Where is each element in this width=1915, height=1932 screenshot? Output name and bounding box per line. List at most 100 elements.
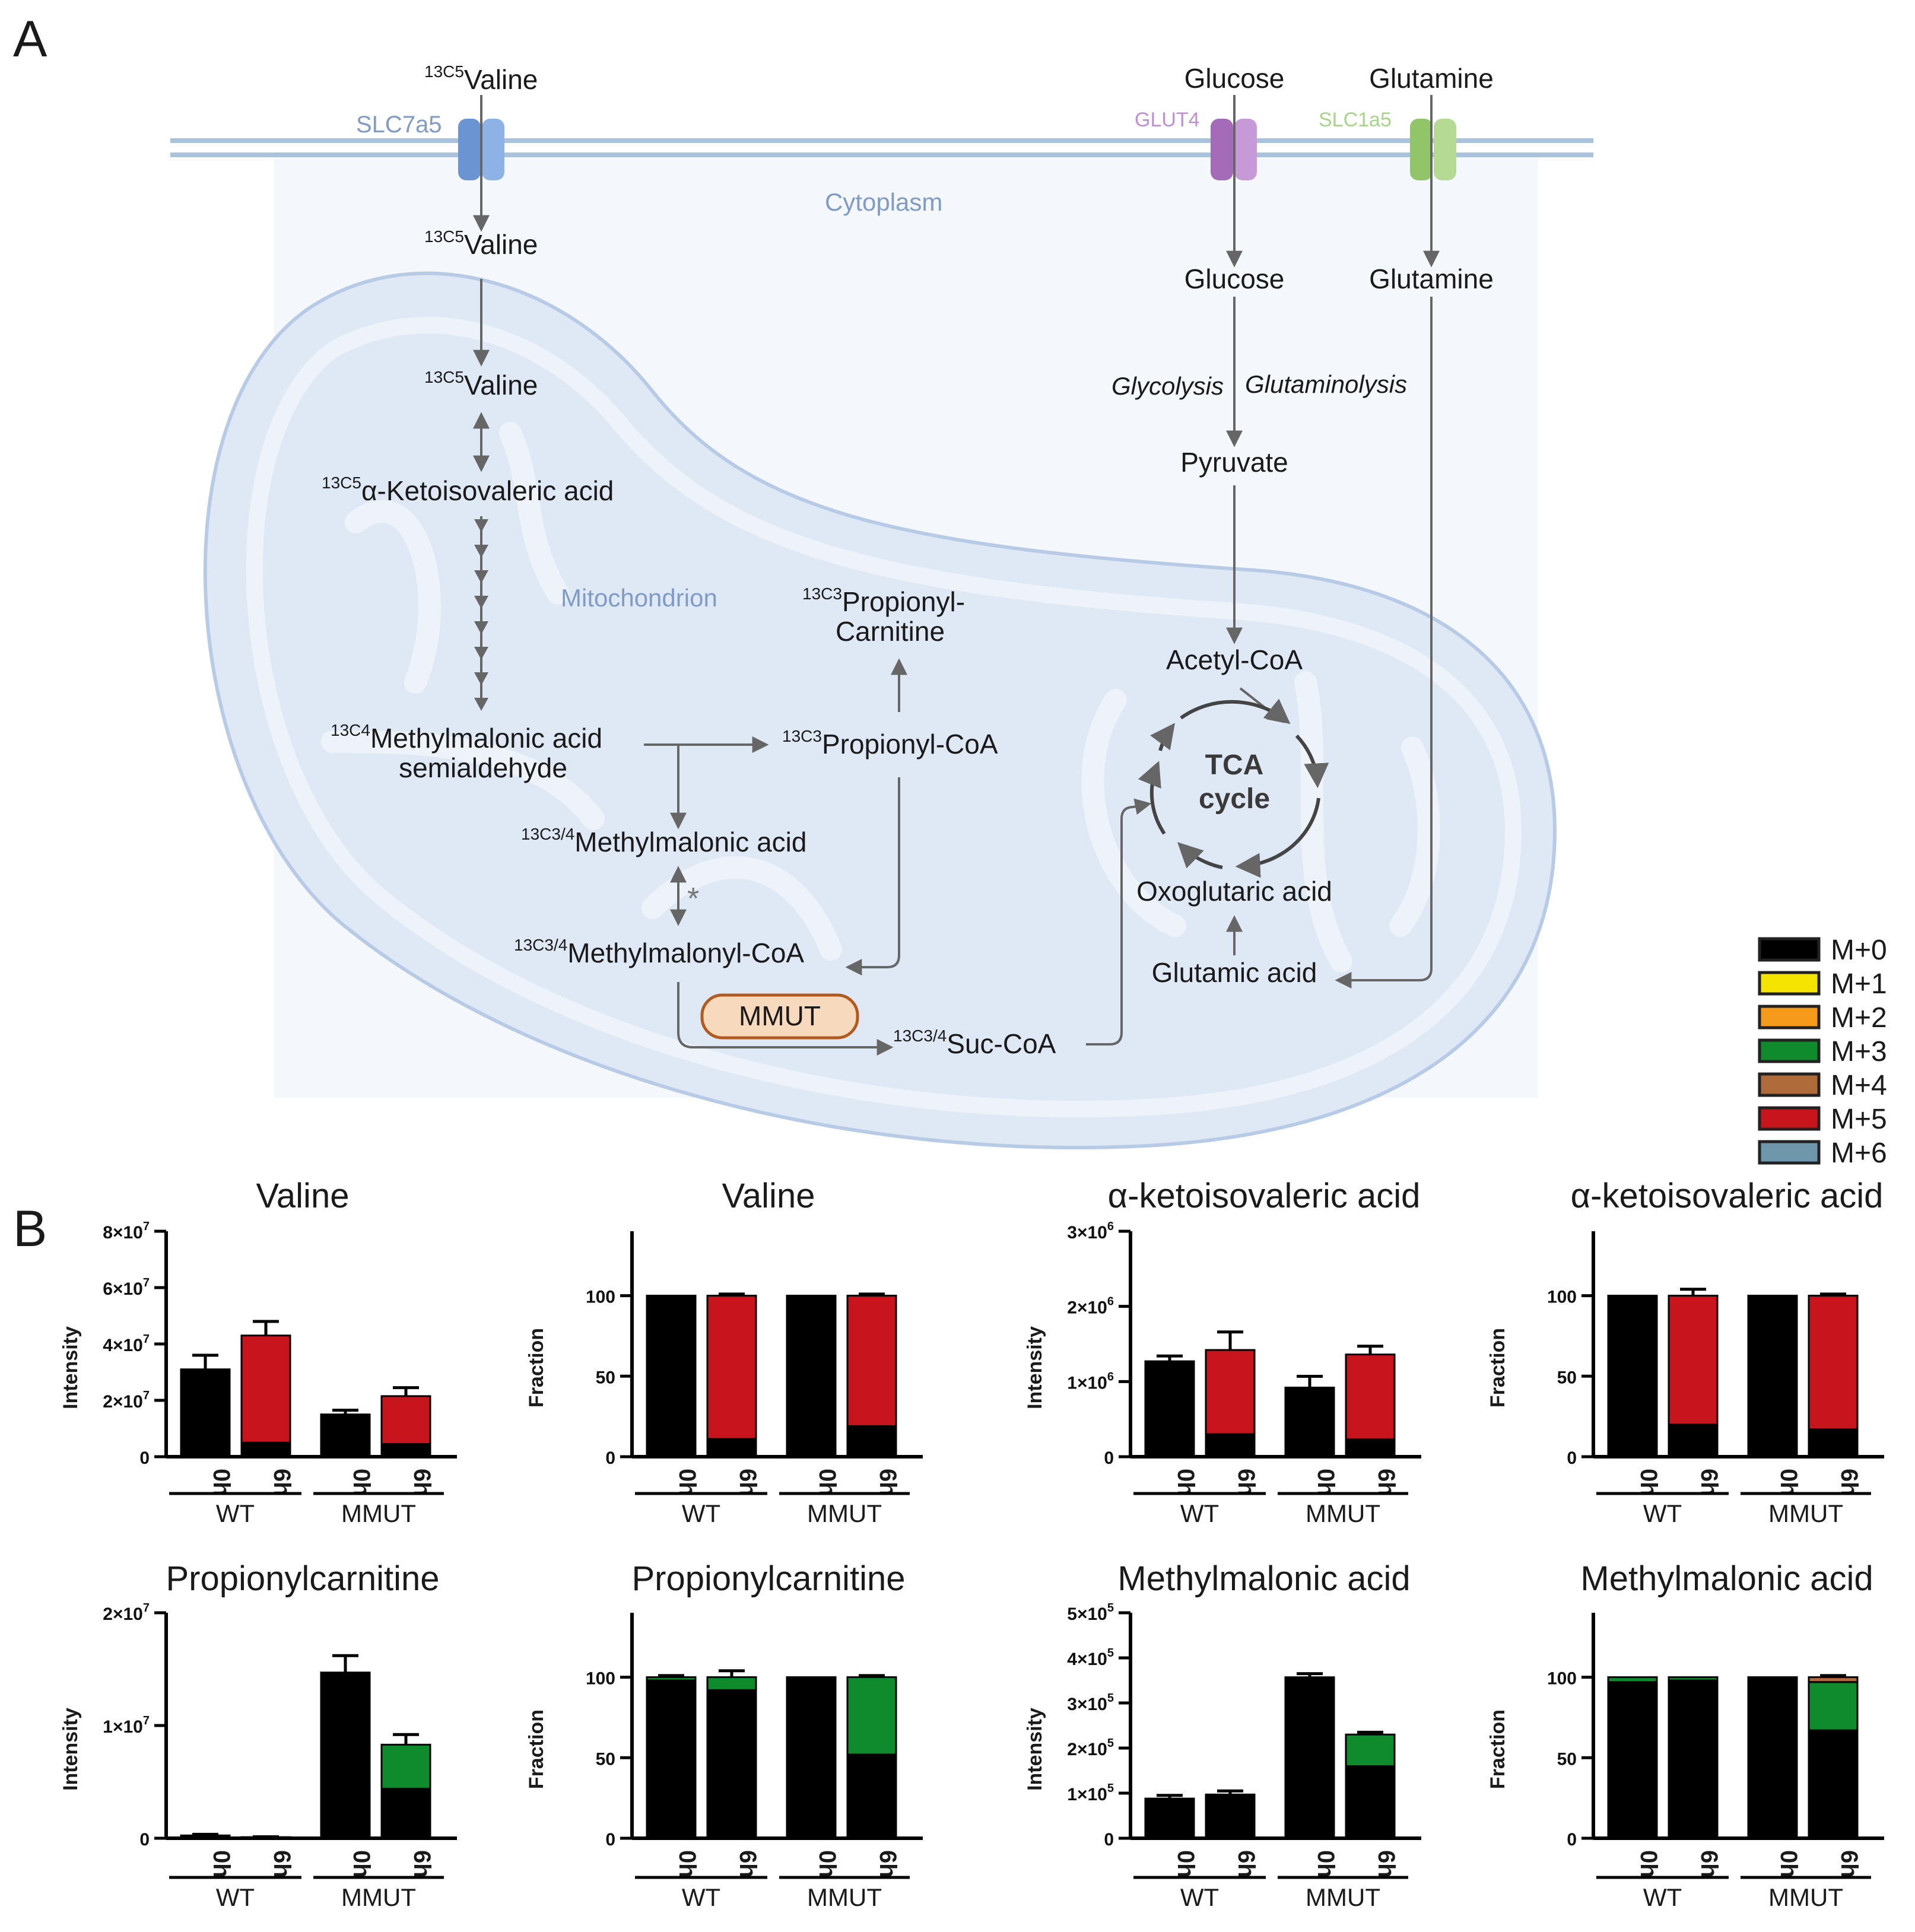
bar-Mplus0 [180,1368,231,1458]
bar-Mplus0 [1747,1677,1798,1839]
bar-Mplus5 [240,1334,291,1444]
bar-Mplus0 [1144,1797,1195,1839]
x-tick-label: 0h [208,1469,234,1496]
node-methylmalonic-semialdehyde: 13C4Methylmalonic acid [331,721,602,754]
panel-a-label: A [13,11,47,68]
group-label: WT [1643,1883,1682,1911]
chart-3: α-ketoisovaleric acidIntensity01×1062×10… [1024,1177,1421,1527]
tca-label-line1: TCA [1205,749,1264,781]
chart-title: Methylmalonic acid [1117,1559,1410,1598]
y-tick-label: 1×106 [1067,1370,1114,1393]
group-label: WT [216,1499,255,1527]
bar-Mplus0 [846,1425,897,1458]
glut4-label: GLUT4 [1135,109,1200,131]
bar-Mplus0 [786,1676,837,1839]
legend-swatch-Mplus2 [1758,1005,1821,1029]
slc7a5-label: SLC7a5 [356,112,442,138]
y-tick-label: 2×106 [1067,1295,1114,1318]
group-label: WT [1180,1499,1219,1527]
bar-Mplus3 [646,1676,697,1682]
panel-b-label: B [13,1200,47,1257]
transporter-slc7a5 [458,119,504,180]
y-tick-label: 1×105 [1067,1782,1114,1804]
bar-Mplus0 [1144,1360,1195,1458]
x-tick-label: 0h [348,1850,374,1878]
legend-swatch-Mplus1 [1758,971,1821,996]
x-tick-label: 6h [269,1469,295,1496]
node-glucose-extracellular: Glucose [1184,63,1285,94]
group-label: MMUT [341,1499,416,1527]
y-tick-label: 1×107 [103,1714,150,1737]
bar-Mplus0 [1808,1428,1859,1458]
y-tick-label: 4×107 [103,1333,150,1355]
bar-Mplus0 [1668,1679,1719,1839]
membrane-outer [170,138,1593,143]
x-tick-label: 0h [1776,1469,1802,1496]
chart-title: Propionylcarnitine [166,1559,439,1598]
node-glutamic-acid: Glutamic acid [1152,957,1317,988]
chart-title: Valine [722,1177,815,1215]
transporter-slc1a5 [1410,119,1456,180]
node-propionylcarnitine: 13C3Propionyl- [802,584,965,617]
node-glutamine-cytoplasm: Glutamine [1369,263,1494,294]
chart-title: α-ketoisovaleric acid [1571,1177,1884,1215]
group-label: MMUT [341,1883,416,1911]
node-valine-mitochondrion: 13C5Valine [424,368,538,401]
mmut-label: MMUT [739,1000,821,1031]
bar-Mplus0 [706,1438,757,1458]
y-tick-label: 2×107 [103,1389,150,1412]
y-tick-label: 0 [605,1830,615,1850]
tca-cycle-ring [1138,698,1329,878]
node-valine-extracellular: 13C5Valine [424,62,538,95]
group-label: MMUT [1306,1499,1380,1527]
x-tick-label: 6h [1696,1469,1722,1496]
bar-Mplus0 [1668,1423,1719,1458]
node-ketoisovaleric-acid: 13C5α-Ketoisovaleric acid [322,474,614,506]
bar-Mplus5 [380,1395,431,1445]
legend-label-Mplus3: M+3 [1831,1036,1887,1067]
x-tick-label: 0h [208,1850,234,1878]
x-tick-label: 0h [674,1469,700,1496]
mmut-enzyme [700,993,859,1040]
group-label: MMUT [1768,1883,1843,1911]
membrane-inner [170,152,1593,157]
x-tick-label: 0h [814,1850,840,1878]
cytoplasm-label: Cytoplasm [825,188,942,216]
bar-Mplus0 [180,1834,231,1839]
x-tick-label: 0h [348,1469,374,1496]
mitochondrion-outer [203,271,1557,1149]
bar-Mplus3 [1607,1676,1658,1683]
bar-Mplus0 [1607,1681,1658,1839]
regulation-star: * [687,882,699,916]
chart-7: Methylmalonic acidIntensity01×1052×1053×… [1024,1559,1421,1911]
bar-Mplus0 [706,1689,757,1839]
chart-title: Valine [256,1177,350,1215]
y-tick-label: 100 [586,1669,615,1689]
chart-title: α-ketoisovaleric acid [1108,1177,1421,1215]
bar-Mplus5 [1345,1353,1396,1441]
bar-Mplus5 [1668,1295,1719,1426]
group-label: WT [1643,1499,1682,1527]
y-tick-label: 0 [1567,1830,1577,1850]
bar-Mplus0 [1607,1295,1658,1458]
bar-Mplus3 [1345,1733,1396,1767]
x-tick-label: 0h [814,1469,840,1496]
legend-swatch-Mplus4 [1758,1072,1821,1097]
bar-Mplus0 [380,1787,431,1839]
y-tick-label: 2×107 [103,1601,150,1624]
tca-label-line2: cycle [1199,783,1270,815]
y-tick-label: 50 [596,1368,615,1387]
glutaminolysis-label: Glutaminolysis [1245,370,1407,398]
y-tick-label: 50 [1557,1749,1577,1769]
bar-Mplus0 [1284,1386,1335,1458]
bar-Mplus0 [1205,1433,1256,1458]
x-tick-label: 6h [1373,1850,1399,1878]
group-label: MMUT [807,1499,882,1527]
bar-Mplus0 [1808,1729,1859,1839]
node-pyruvate: Pyruvate [1180,447,1288,478]
